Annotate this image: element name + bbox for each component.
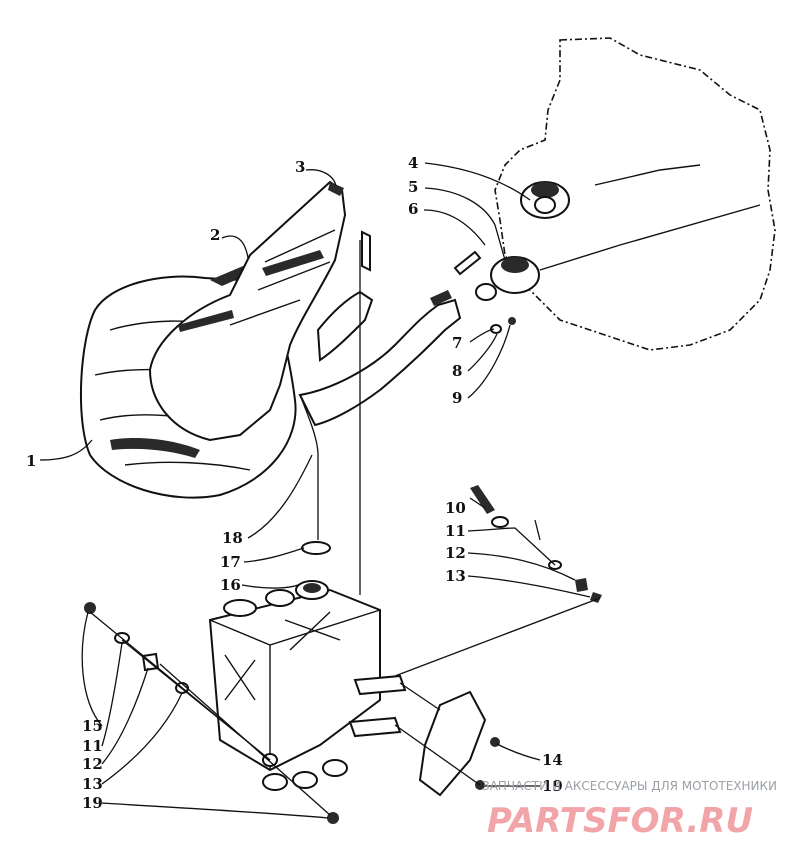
watermark: ЗАПЧАСТИ И АКСЕССУАРЫ ДЛЯ МОТОТЕХНИКИ PA… — [482, 779, 777, 841]
callout-18: 18 — [222, 529, 243, 547]
callout-5: 5 — [408, 178, 418, 196]
watermark-caption: ЗАПЧАСТИ И АКСЕССУАРЫ ДЛЯ МОТОТЕХНИКИ — [482, 779, 777, 793]
exhaust-flange-upper — [520, 181, 570, 219]
engine-block-outline — [494, 37, 776, 351]
callout-13: 13 — [445, 567, 466, 585]
rivet-14 — [490, 737, 500, 747]
callout-15-left: 15 — [82, 717, 103, 735]
callout-3: 3 — [295, 158, 305, 176]
drain-tube — [299, 394, 319, 540]
callout-13-left: 13 — [82, 775, 103, 793]
watermark-logo: PARTSFOR.RU — [487, 801, 753, 841]
callout-12-left: 12 — [82, 755, 103, 773]
callout-6: 6 — [408, 200, 418, 218]
callout-19-right: 19 — [542, 777, 563, 795]
callout-11-left: 11 — [82, 737, 103, 755]
callout-2: 2 — [210, 226, 220, 244]
callout-1: 1 — [26, 452, 36, 470]
expansion-chamber-pipe — [148, 180, 347, 442]
mount-tab-lower — [348, 716, 402, 738]
nut-8 — [508, 317, 516, 325]
callout-8: 8 — [452, 362, 462, 380]
air-silencer-box — [208, 580, 381, 791]
callout-12: 12 — [445, 544, 466, 562]
exhaust-flange-lower — [475, 256, 540, 301]
callout-11: 11 — [445, 522, 466, 540]
spring — [361, 230, 371, 272]
callout-16: 16 — [220, 576, 241, 594]
callout-19-left: 19 — [82, 794, 103, 812]
washer-7 — [490, 324, 502, 334]
mount-tab-upper — [353, 674, 407, 696]
callout-14: 14 — [542, 751, 563, 769]
mounting-bracket — [418, 690, 487, 797]
header-pipe — [298, 290, 462, 427]
leader-lines — [39, 162, 601, 819]
callout-labels: 1 2 3 4 5 6 7 8 9 10 11 12 13 14 19 18 1… — [26, 154, 563, 812]
callout-4: 4 — [408, 154, 418, 172]
grommet — [301, 541, 331, 555]
callout-10: 10 — [445, 499, 466, 517]
callout-7: 7 — [452, 334, 462, 352]
callout-17: 17 — [220, 553, 241, 571]
callout-9: 9 — [452, 389, 462, 407]
exhaust-spring — [453, 250, 482, 276]
